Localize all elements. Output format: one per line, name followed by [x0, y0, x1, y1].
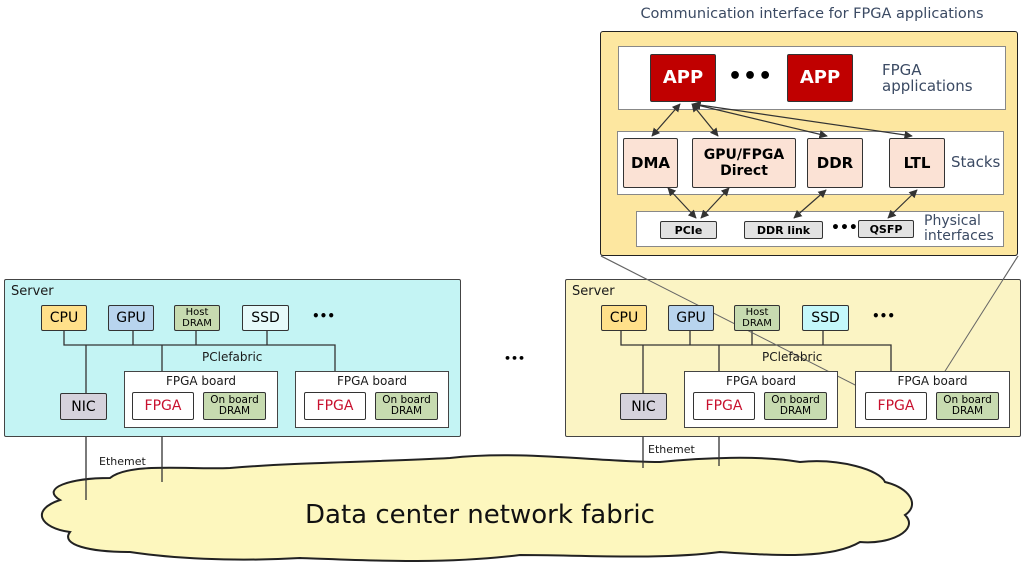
onboard-dram[interactable]: On board DRAM — [764, 392, 827, 420]
gpu-label: GPU — [676, 310, 706, 326]
host-dram-label: DRAM — [742, 318, 772, 329]
network-cloud — [40, 454, 913, 563]
app-ellipsis: ••• — [728, 64, 774, 89]
components-ellipsis: ••• — [312, 309, 336, 323]
onboard-dram-label: DRAM — [779, 405, 812, 417]
app-box[interactable]: APP — [787, 54, 853, 102]
stack-label: Direct — [720, 163, 768, 179]
host-dram-label: Host — [745, 307, 769, 318]
onboard-dram-label: DRAM — [390, 405, 423, 417]
stack-gpu-fpga-direct[interactable]: GPU/FPGA Direct — [692, 138, 796, 188]
stack-label: LTL — [903, 153, 931, 172]
ssd-label: SSD — [811, 310, 840, 326]
nic-box[interactable]: NIC — [60, 393, 107, 420]
host-dram-box[interactable]: Host DRAM — [734, 305, 780, 331]
fpga-board-title: FPGA board — [336, 374, 408, 388]
phys-label: QSFP — [869, 222, 903, 236]
host-dram-box[interactable]: Host DRAM — [174, 305, 220, 331]
physical-label-line2: interfaces — [924, 228, 994, 244]
cpu-label: CPU — [609, 310, 639, 326]
onboard-dram[interactable]: On board DRAM — [203, 392, 266, 420]
fpga-board-title: FPGA board — [165, 374, 237, 388]
components-ellipsis: ••• — [872, 309, 896, 323]
cpu-box[interactable]: CPU — [601, 305, 647, 331]
phys-ellipsis: ••• — [831, 220, 858, 236]
app-layer-label-line1: FPGA — [882, 61, 922, 79]
stack-label: GPU/FPGA — [703, 147, 785, 163]
server-1-label: Server — [11, 284, 54, 299]
onboard-dram-label: On board — [943, 394, 992, 406]
fpga-label: FPGA — [705, 398, 743, 414]
ssd-box[interactable]: SSD — [242, 305, 289, 331]
phys-ddr-link[interactable]: DDR link — [744, 221, 823, 239]
ssd-label: SSD — [251, 310, 280, 326]
gpu-box[interactable]: GPU — [108, 305, 154, 331]
onboard-dram-label: DRAM — [951, 405, 984, 417]
onboard-dram-label: On board — [210, 394, 259, 406]
onboard-dram-label: On board — [771, 394, 820, 406]
physical-layer-label: Physical interfaces — [924, 214, 994, 244]
network-fabric-label: Data center network fabric — [305, 500, 655, 530]
host-dram-label: DRAM — [182, 318, 212, 329]
app-layer-label: FPGA applications — [882, 62, 973, 94]
between-servers-ellipsis: ••• — [504, 352, 526, 365]
fpga-board-title: FPGA board — [725, 374, 797, 388]
stack-label: DMA — [631, 153, 670, 172]
phys-qsfp[interactable]: QSFP — [858, 220, 914, 238]
stack-dma[interactable]: DMA — [623, 138, 678, 188]
app-box[interactable]: APP — [650, 54, 716, 102]
nic-box[interactable]: NIC — [620, 393, 667, 420]
pcie-fabric-label: PClefabric — [202, 350, 263, 364]
stack-ltl[interactable]: LTL — [889, 138, 945, 188]
cpu-label: CPU — [49, 310, 79, 326]
stack-label: DDR — [816, 153, 854, 172]
fpga-label: FPGA — [144, 398, 182, 414]
cpu-box[interactable]: CPU — [41, 305, 87, 331]
fpga-chip[interactable]: FPGA — [865, 392, 927, 420]
ethernet-label: Ethemet — [99, 455, 146, 468]
server-2-label: Server — [572, 284, 615, 299]
ssd-box[interactable]: SSD — [802, 305, 849, 331]
stacks-label: Stacks — [951, 153, 1001, 171]
fpga-label: FPGA — [316, 398, 354, 414]
fpga-label: FPGA — [877, 398, 915, 414]
nic-label: NIC — [71, 398, 96, 415]
onboard-dram[interactable]: On board DRAM — [936, 392, 999, 420]
app-label: APP — [799, 67, 841, 88]
gpu-box[interactable]: GPU — [668, 305, 714, 331]
fpga-chip[interactable]: FPGA — [304, 392, 366, 420]
fpga-chip[interactable]: FPGA — [132, 392, 194, 420]
phys-pcie[interactable]: PCIe — [660, 221, 717, 239]
gpu-label: GPU — [116, 310, 146, 326]
phys-label: DDR link — [756, 223, 811, 237]
onboard-dram[interactable]: On board DRAM — [375, 392, 438, 420]
fpga-board-title: FPGA board — [897, 374, 968, 388]
ethernet-label: Ethemet — [648, 443, 695, 456]
onboard-dram-label: On board — [382, 394, 431, 406]
host-dram-label: Host — [185, 307, 209, 318]
pcie-fabric-label: PClefabric — [762, 350, 823, 364]
nic-label: NIC — [631, 398, 656, 415]
onboard-dram-label: DRAM — [218, 405, 251, 417]
stack-ddr[interactable]: DDR — [807, 138, 863, 188]
phys-label: PCIe — [674, 223, 703, 237]
fpga-chip[interactable]: FPGA — [693, 392, 755, 420]
physical-label-line1: Physical — [924, 213, 981, 229]
app-label: APP — [662, 67, 704, 88]
app-layer-label-line2: applications — [882, 77, 973, 95]
interface-panel-title: Communication interface for FPGA applica… — [640, 6, 984, 22]
